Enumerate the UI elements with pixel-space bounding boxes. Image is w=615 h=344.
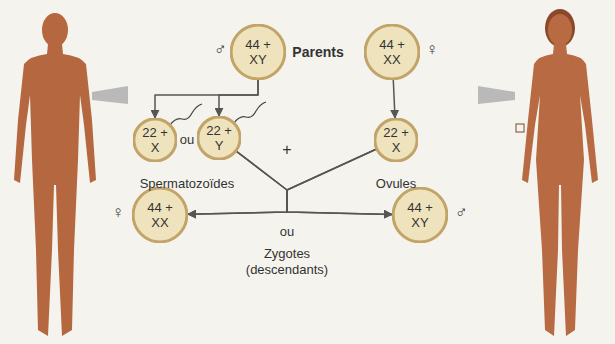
formula-text: 44 + XY [407, 200, 433, 230]
formula-text: 22 + X [142, 125, 168, 155]
formula-text: 22 + Y [206, 123, 232, 153]
arrow-connector [393, 80, 395, 118]
chromosome-formula: 44 + XY [240, 37, 276, 67]
text-label: Spermatozoïdes [140, 176, 235, 192]
sperm-tail [234, 102, 266, 123]
pointer-male [92, 86, 128, 104]
formula-text: 44 + XX [147, 200, 173, 230]
chromosome-circle: 44 + XY [392, 187, 448, 243]
arrow-connector [237, 151, 393, 214]
symbol-label: + [282, 142, 291, 158]
chromosome-circle: 44 + XX [364, 24, 420, 80]
text-label: Zygotes (descendants) [240, 246, 335, 278]
chromosome-formula: 44 + XX [374, 37, 410, 67]
sperm-tail [170, 104, 202, 125]
chromosome-circle: 22 + Y [197, 116, 241, 160]
formula-text: 44 + XX [379, 37, 405, 67]
male-figure [14, 13, 96, 336]
arrow-connector [155, 80, 258, 118]
symbol-label: ♀ [426, 42, 439, 58]
chromosome-circle: 22 + X [374, 118, 418, 162]
symbol-label: ♀ [112, 205, 125, 221]
symbol-label: ou [280, 224, 294, 240]
chromosome-formula: 22 + X [378, 125, 414, 155]
chromosome-circle: 44 + XX [132, 187, 188, 243]
chromosome-formula: 44 + XY [402, 200, 438, 230]
chromosome-circle: 44 + XY [230, 24, 286, 80]
chromosome-formula: 44 + XX [142, 200, 178, 230]
chromosome-formula: 22 + X [137, 125, 173, 155]
symbol-label: ♂ [455, 205, 468, 221]
chromosome-formula: 22 + Y [201, 123, 237, 153]
arrow-connector [219, 80, 258, 116]
text-label: Parents [292, 44, 343, 60]
formula-text: 22 + X [383, 125, 409, 155]
female-figure [522, 9, 598, 336]
ovary-marker [516, 124, 524, 132]
text-label: Ovules [376, 176, 416, 192]
symbol-label: ♂ [214, 42, 227, 58]
symbol-label: ou [180, 132, 194, 148]
chromosome-circle: 22 + X [133, 118, 177, 162]
pointer-female [478, 86, 515, 104]
formula-text: 44 + XY [245, 37, 271, 67]
